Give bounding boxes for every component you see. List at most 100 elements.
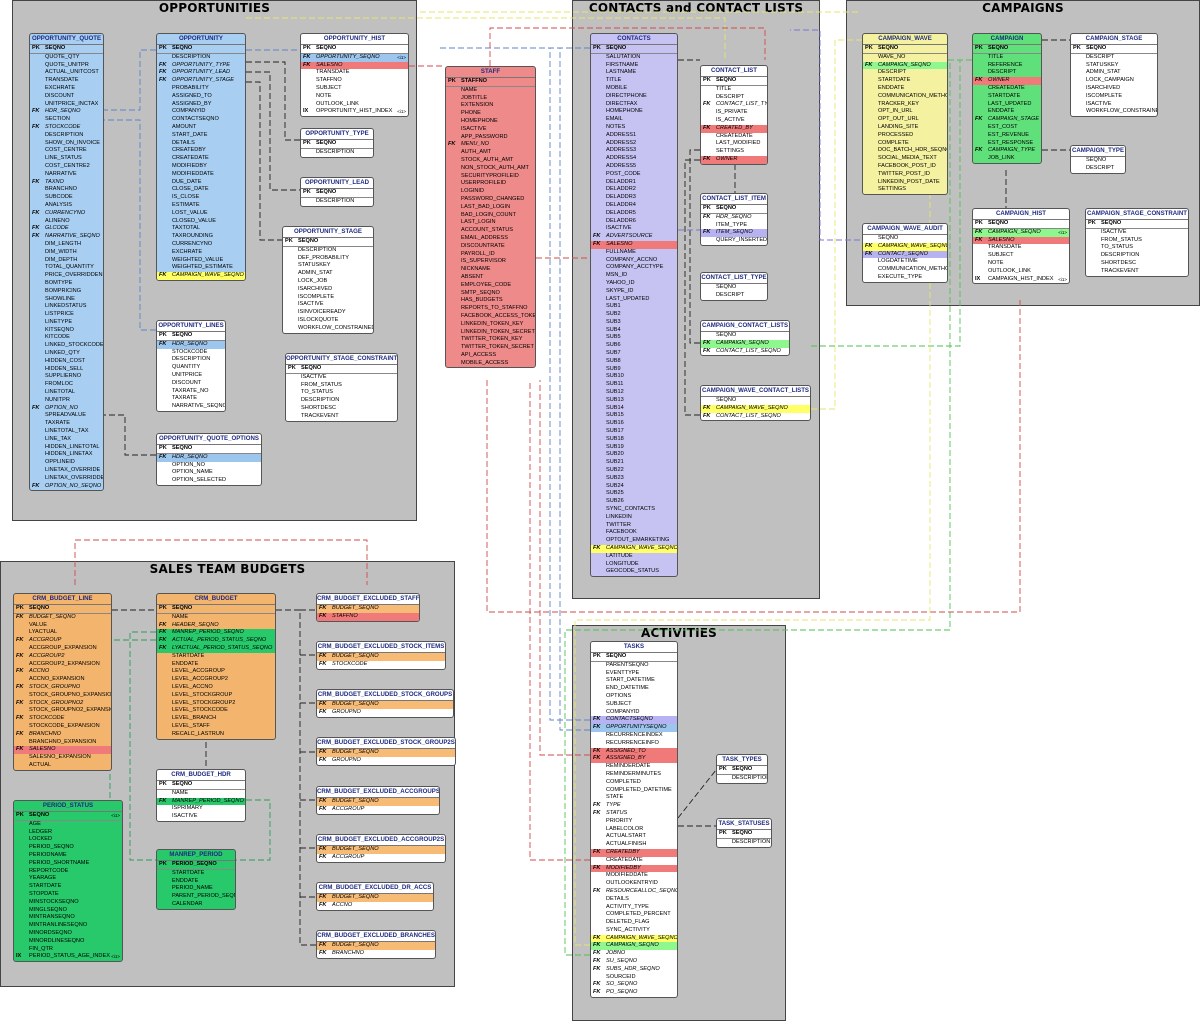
- field-name: TAXRATE_NO: [172, 387, 209, 394]
- rel-tasks-opp: [559, 48, 590, 731]
- field-name: NUNITPR: [45, 396, 70, 403]
- field-name: SUB19: [606, 443, 624, 450]
- entity-field: LEVEL_ACCGROUP2: [157, 676, 275, 684]
- entity-field: ADDRESS1: [591, 132, 677, 140]
- field-name: BOMPRICING: [45, 287, 82, 294]
- entity-field: ISACTIVE: [1071, 101, 1157, 109]
- field-name: NOTE: [316, 92, 332, 99]
- field-name: PHONE: [461, 110, 481, 117]
- entity-field: ISARCHIVED: [283, 286, 373, 294]
- entity-field: SHOWLINE: [30, 296, 103, 304]
- field-name: MODIFIEDBY: [606, 864, 641, 871]
- entity-field: OPT_OUT_URL: [863, 116, 947, 124]
- field-name: LOST_VALUE: [172, 209, 208, 216]
- field-name: SUB9: [606, 365, 621, 372]
- key-marker: PK: [285, 238, 293, 244]
- entity-field: PASSWORD_CHANGED: [446, 196, 535, 204]
- field-name: ASSIGNED_TO: [606, 747, 646, 754]
- field-name: ISACTIVE: [1086, 100, 1112, 107]
- entity-field: REPORTS_TO_STAFFNO: [446, 305, 535, 313]
- field-name: DUE_DATE: [172, 178, 202, 185]
- entity-field: YEARAGE: [14, 875, 122, 883]
- key-marker: FK: [32, 108, 40, 115]
- entity-title: CAMPAIGN_TYPE: [1071, 146, 1125, 157]
- entity-field: SUB6: [591, 342, 677, 350]
- entity-field: MINGLSEQNO: [14, 907, 122, 915]
- key-marker: PK: [303, 140, 311, 146]
- entity-field: LINKED_QTY: [30, 350, 103, 358]
- key-marker: FK: [303, 61, 311, 68]
- entity-field: ISCOMPLETE: [1071, 93, 1157, 101]
- field-name: ACTUAL_PERIOD_STATUS_SEQNO: [172, 637, 267, 644]
- entity-title: OPPORTUNITY_STAGE: [283, 227, 373, 238]
- entity-field: OPPLINEID: [30, 459, 103, 467]
- field-name: TRANSDATE: [988, 244, 1022, 251]
- entity-title: CRM_BUDGET_EXCLUDED_STOCK_ITEMS: [317, 642, 445, 653]
- rel-wave-opp: [246, 17, 726, 60]
- field-name: TITLE: [606, 77, 622, 84]
- key-marker: FK: [593, 887, 601, 894]
- field-name: TITLE: [988, 53, 1004, 60]
- field-name: CAMPAIGN_WAVE_SEQNO: [172, 272, 244, 279]
- field-name: CONTACTSEQNO: [606, 716, 653, 723]
- key-marker: FK: [319, 901, 327, 908]
- field-name: TWITTER_POST_ID: [878, 170, 930, 177]
- entity-field: DESCRIPTION: [286, 397, 397, 405]
- entity-field: OPTION_NAME: [157, 469, 261, 477]
- entity-field: ACTUAL_UNITCOST: [30, 69, 103, 77]
- entity-field: LAST_LOGIN: [446, 219, 535, 227]
- entity-field: LINE_TAX: [30, 436, 103, 444]
- field-name: STATUS: [606, 809, 628, 816]
- field-name: OPT_IN_URL: [878, 108, 913, 115]
- entity-field: SETTINGS: [863, 186, 947, 194]
